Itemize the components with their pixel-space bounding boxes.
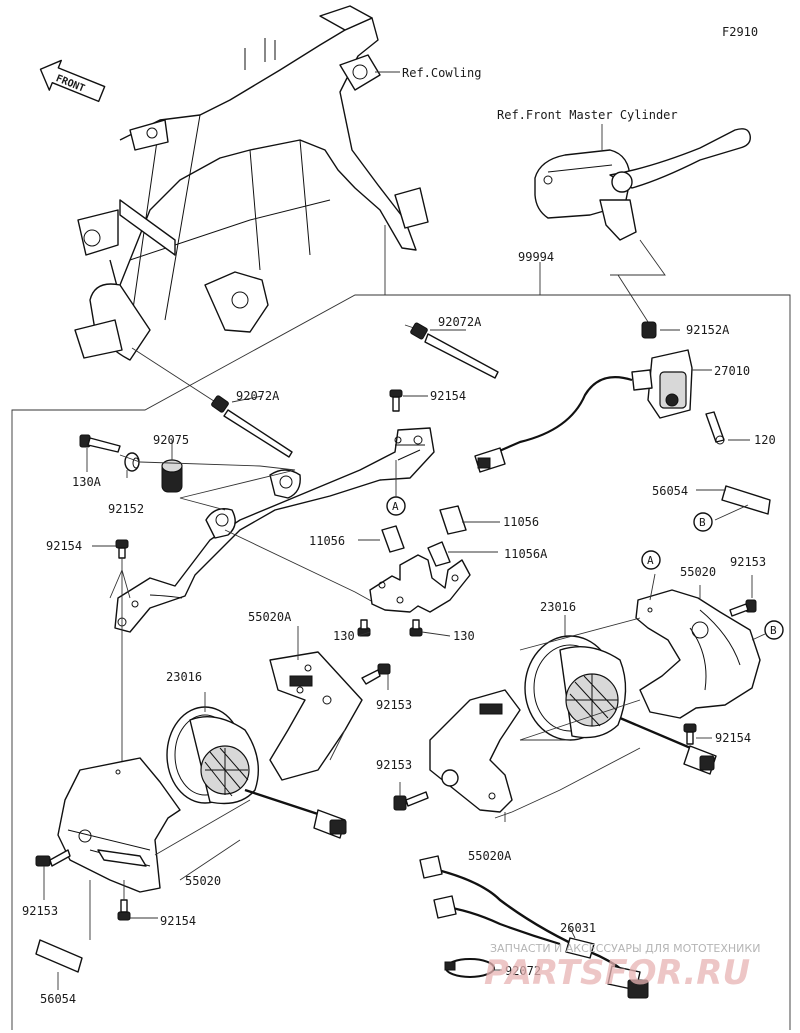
bolt-92154-top	[389, 389, 403, 412]
sticker-56054-right	[721, 485, 771, 515]
washer-92152	[124, 452, 140, 472]
mount-55020a-right	[429, 689, 521, 813]
ref-master-cylinder-label: Ref.Front Master Cylinder	[497, 108, 678, 122]
grommet-92075	[161, 459, 183, 493]
wiring-harness-26031	[419, 855, 649, 999]
part-120-label: 120	[754, 433, 776, 447]
bolt-92154-left	[115, 539, 129, 559]
part-55020-left-label: 55020	[185, 874, 221, 888]
bolt-130a	[79, 434, 121, 453]
bolt-92153-lower	[393, 791, 429, 811]
headlamp-left	[166, 706, 347, 839]
part-23016-right-label: 23016	[540, 600, 576, 614]
ref-cowling-label: Ref.Cowling	[402, 66, 481, 80]
part-56054-bottom-label: 56054	[40, 992, 76, 1006]
part-26031-label: 26031	[560, 921, 596, 935]
watermark-brand: PARTSFOR.RU	[484, 953, 750, 993]
part-11056-left-label: 11056	[309, 534, 345, 548]
part-92154-bottom-label: 92154	[160, 914, 196, 928]
watermark-caption: ЗАПЧАСТИ И АКСЕССУАРЫ ДЛЯ МОТОТЕХНИКИ	[490, 942, 760, 955]
part-130a-label: 130A	[72, 475, 102, 489]
cable-tie-upper	[410, 322, 499, 379]
part-11056a-label: 11056A	[504, 547, 548, 561]
part-92152a-label: 92152A	[686, 323, 730, 337]
part-92072-label: 92072	[505, 964, 541, 978]
master-cylinder	[534, 128, 751, 241]
callout-b-housing: B	[764, 620, 784, 640]
part-27010-label: 27010	[714, 364, 750, 378]
bolt-130-left	[357, 619, 371, 637]
bolt-92153-mid	[361, 663, 391, 685]
frame-subframe	[74, 5, 429, 361]
front-arrow-icon: FRONT	[39, 59, 106, 103]
callout-a-upper: A	[386, 496, 406, 516]
callout-b-right: B	[693, 512, 713, 532]
part-99994-label: 99994	[518, 250, 554, 264]
part-55020a-left-label: 55020A	[248, 610, 292, 624]
part-11056-right-label: 11056	[503, 515, 539, 529]
part-92153-mid-label: 92153	[376, 698, 412, 712]
part-23016-left-label: 23016	[166, 670, 202, 684]
callout-a-right: A	[641, 550, 661, 570]
callout-a-upper-label: A	[392, 500, 399, 513]
callout-b-right-label: B	[699, 516, 706, 529]
clamp-bracket-center	[369, 505, 471, 613]
bolt-92154-right	[683, 723, 697, 745]
part-92153-left-label: 92153	[22, 904, 58, 918]
cable-tie-left	[211, 395, 293, 458]
part-55020a-right-label: 55020A	[468, 849, 512, 863]
part-92153-lower-label: 92153	[376, 758, 412, 772]
part-130-right-label: 130	[453, 629, 475, 643]
headlamp-right	[524, 635, 717, 775]
part-130-left-label: 130	[333, 629, 355, 643]
part-55020-right-label: 55020	[680, 565, 716, 579]
part-92154-left-label: 92154	[46, 539, 82, 553]
part-92152-label: 92152	[108, 502, 144, 516]
bolt-92153-right	[729, 599, 757, 617]
cable-band-92072	[444, 958, 495, 978]
mount-55020a-left	[269, 651, 363, 781]
bolt-92154-bottom	[117, 899, 131, 921]
part-92153-right-label: 92153	[730, 555, 766, 569]
switch-assembly	[474, 321, 725, 473]
bolt-92153-left	[35, 849, 71, 867]
housing-55020-right	[635, 589, 761, 719]
callout-a-right-label: A	[647, 554, 654, 567]
part-92072a-upper-label: 92072A	[438, 315, 482, 329]
figure-code: F2910	[722, 25, 758, 39]
part-92154-top-label: 92154	[430, 389, 466, 403]
part-92154-right-label: 92154	[715, 731, 751, 745]
sticker-56054-bottom	[35, 939, 83, 973]
headlight-stay-bracket	[114, 427, 435, 633]
part-92075-label: 92075	[153, 433, 189, 447]
part-56054-right-label: 56054	[652, 484, 688, 498]
housing-55020-left	[57, 757, 181, 893]
part-92072a-left-label: 92072A	[236, 389, 280, 403]
bolt-130-right	[409, 619, 423, 637]
callout-b-housing-label: B	[770, 624, 777, 637]
